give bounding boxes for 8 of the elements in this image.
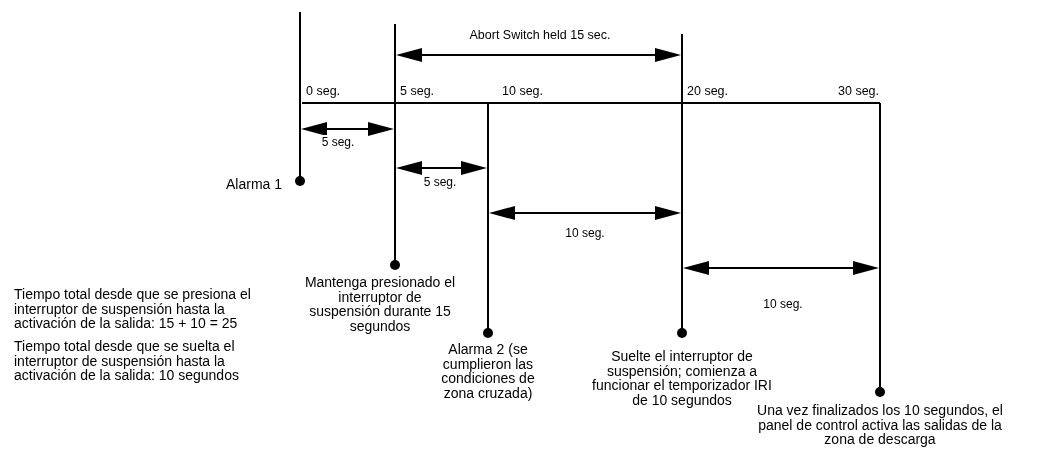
dimension-label: 10 seg. — [761, 297, 805, 312]
dimension-label: 5 seg. — [319, 135, 357, 150]
dimension-label: 5 seg. — [421, 175, 459, 190]
dimension-label: 10 seg. — [563, 226, 607, 241]
time-label: 20 seg. — [685, 84, 730, 99]
time-label: 30 seg. — [836, 84, 881, 99]
time-label: 10 seg. — [500, 84, 545, 99]
event-label: Alarma 1 — [224, 177, 284, 192]
